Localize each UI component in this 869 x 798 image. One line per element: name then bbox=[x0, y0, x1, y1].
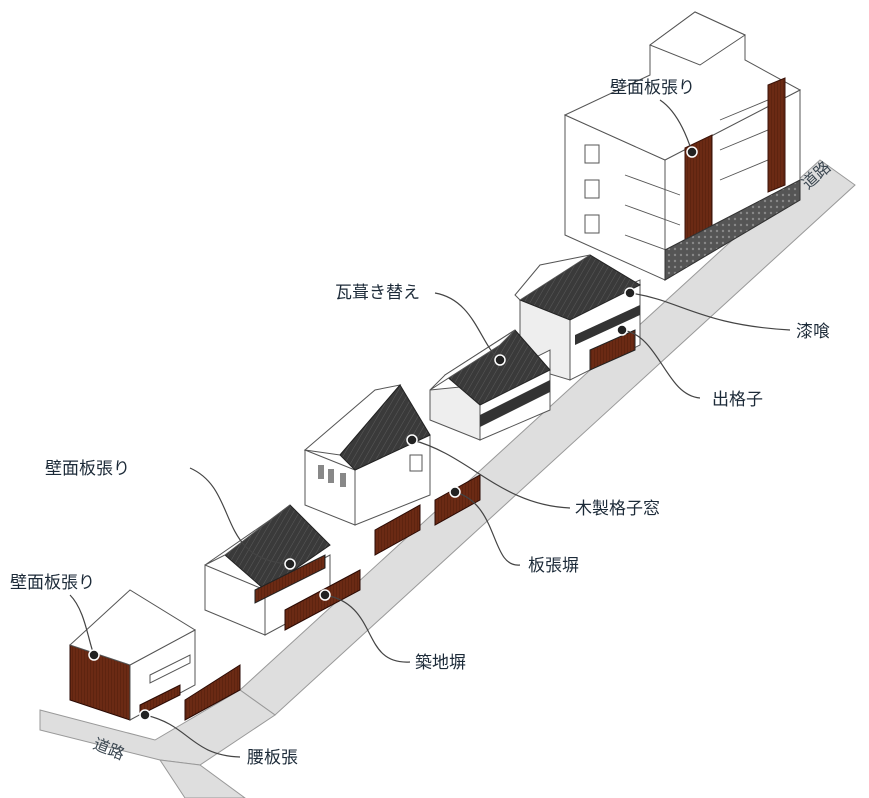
tile-roof-house bbox=[429, 329, 551, 441]
label-board-fence: 板張塀 bbox=[528, 556, 579, 576]
label-lattice-bay: 出格子 bbox=[712, 390, 763, 410]
label-wainscot: 腰板張 bbox=[247, 748, 298, 768]
apartment-building bbox=[563, 11, 802, 281]
callout-dots bbox=[88, 146, 698, 721]
board-fence bbox=[374, 474, 481, 556]
leader-lines bbox=[69, 99, 791, 758]
center-house bbox=[303, 384, 431, 526]
label-earthen-wall: 築地塀 bbox=[415, 653, 466, 673]
label-house-wall-boards-left: 壁面板張り bbox=[10, 573, 95, 593]
label-plaster: 漆喰 bbox=[796, 322, 830, 342]
left-house bbox=[69, 589, 241, 721]
label-roof-tile-replacement: 瓦葺き替え bbox=[335, 283, 420, 303]
label-house-wall-boards-mid: 壁面板張り bbox=[45, 459, 130, 479]
label-wood-lattice-window: 木製格子窓 bbox=[575, 499, 660, 519]
label-apartment-wall-boards: 壁面板張り bbox=[610, 78, 695, 98]
